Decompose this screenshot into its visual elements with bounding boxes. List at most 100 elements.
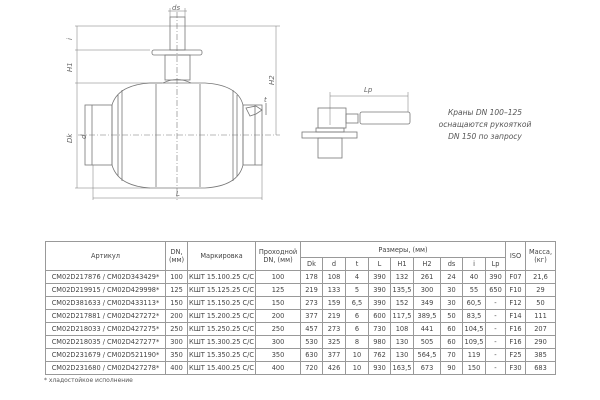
table-cell: CM02D231680 / CM02D427278* [45,361,166,375]
table-cell: 457 [300,322,323,336]
header-passage: Проходной DN, (мм) [255,241,301,271]
table-cell: 100 [165,270,188,284]
table-cell: 135,5 [390,283,414,297]
table-cell: 4 [345,270,369,284]
table-cell: 350 [255,348,301,362]
table-cell: КШТ 15.100.25 С/С [187,270,256,284]
table-cell: 21,6 [525,270,556,284]
table-cell: 390 [368,283,391,297]
table-cell: 178 [300,270,323,284]
header-mass: Масса, (кг) [525,241,556,271]
table-cell: 8 [345,335,369,349]
table-cell: 300 [413,283,441,297]
table-cell: 6 [345,309,369,323]
table-cell: 150 [462,361,486,375]
table-cell: 109,5 [462,335,486,349]
table-cell: 273 [300,296,323,310]
label-h1: H1 [66,62,74,72]
label-l: L [176,190,180,198]
table-cell: 125 [165,283,188,297]
table-cell: F14 [505,309,526,323]
header-iso: ISO [505,241,526,271]
header-dim-l: L [368,257,391,271]
table-cell: 290 [525,335,556,349]
header-dimensions: Размеры, (мм) [300,241,506,258]
header-dim-i: i [462,257,486,271]
label-d: d [80,134,88,139]
table-cell: 10 [345,348,369,362]
table-cell: 350 [165,348,188,362]
table-cell: 207 [525,322,556,336]
table-cell: F25 [505,348,526,362]
table-cell: 40 [462,270,486,284]
table-cell: 50 [440,309,463,323]
header-dim-t: t [345,257,369,271]
table-cell: CM02D231679 / CM02D521190* [45,348,166,362]
table-cell: 261 [413,270,441,284]
table-cell: 564,5 [413,348,441,362]
table-cell: - [485,296,506,310]
note-line: оснащаются рукояткой [438,120,532,129]
label-h2: H2 [268,75,276,85]
table-cell: 683 [525,361,556,375]
table-cell: 130 [390,348,414,362]
table-cell: 400 [255,361,301,375]
header-dim-h2: H2 [413,257,441,271]
note-line: DN 150 по запросу [448,132,522,141]
handle-detail-drawing: Lp [301,86,411,159]
table-cell: КШТ 15.350.25 С/С [187,348,256,362]
table-cell: 530 [300,335,323,349]
table-cell: 273 [322,322,346,336]
header-article: Артикул [45,241,166,271]
table-cell: F30 [505,361,526,375]
table-cell: - [485,335,506,349]
table-cell: 70 [440,348,463,362]
table-cell: 133 [322,283,346,297]
table-cell: F10 [505,283,526,297]
table-cell: 390 [485,270,506,284]
table-cell: 30 [440,283,463,297]
table-cell: 720 [300,361,323,375]
table-cell: 60,5 [462,296,486,310]
table-cell: 111 [525,309,556,323]
table-cell: 300 [255,335,301,349]
table-cell: 377 [300,309,323,323]
table-cell: КШТ 15.250.25 С/С [187,322,256,336]
table-cell: 24 [440,270,463,284]
table-cell: 152 [390,296,414,310]
table-cell: 119 [462,348,486,362]
handle-note: Краны DN 100–125 оснащаются рукояткой DN… [420,107,550,143]
table-cell: 200 [165,309,188,323]
table-cell: 730 [368,322,391,336]
table-cell: 377 [322,348,346,362]
label-i: i [66,38,74,40]
table-cell: - [485,322,506,336]
table-cell: 389,5 [413,309,441,323]
table-cell: 400 [165,361,188,375]
table-cell: CM02D218033 / CM02D427275* [45,322,166,336]
table-cell: 6,5 [345,296,369,310]
dimension-lines [75,8,280,200]
table-cell: КШТ 15.125.25 С/С [187,283,256,297]
table-cell: 200 [255,309,301,323]
table-cell: 90 [440,361,463,375]
table-cell: 762 [368,348,391,362]
table-cell: 150 [165,296,188,310]
table-cell: F16 [505,322,526,336]
table-cell: 83,5 [462,309,486,323]
table-cell: 163,5 [390,361,414,375]
footnote: * хладостойкое исполнение [44,377,133,384]
table-cell: 150 [255,296,301,310]
table-cell: 441 [413,322,441,336]
table-cell: CM02D217876 / CM02D343429* [45,270,166,284]
table-cell: 600 [368,309,391,323]
table-cell: 673 [413,361,441,375]
table-cell: КШТ 15.200.25 С/С [187,309,256,323]
